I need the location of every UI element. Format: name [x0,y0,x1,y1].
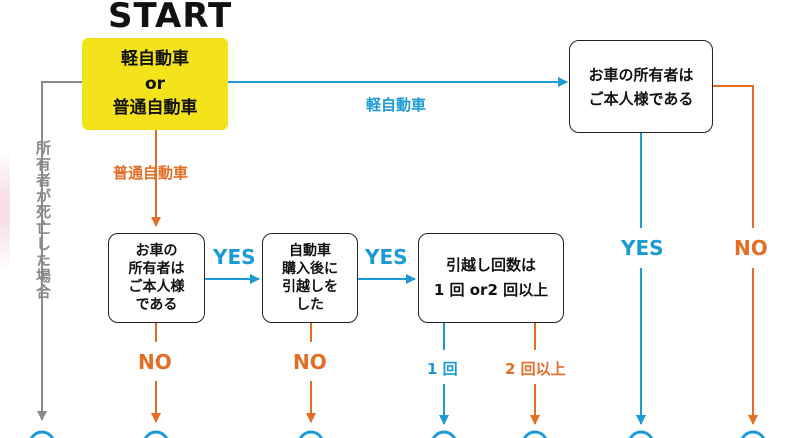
label-futsu: 普通自動車 [113,164,189,182]
node-line: 普通自動車 [112,98,198,119]
node-owner-left: お車の 所有者は ご本人様 である [108,233,205,323]
node-line: 1 回 or2 回以上 [433,281,549,299]
node-line: 軽自動車 [121,49,189,70]
node-line: 所有者は [128,260,185,277]
node-line: or [144,73,166,94]
start-title: START [108,0,233,36]
edge-decoration [0,150,10,270]
terminal-marker [522,430,548,438]
terminal-marker [740,430,766,438]
node-line: 引越しを [282,279,338,295]
node-line: である [135,297,178,314]
node-line: 自動車 [289,242,331,259]
edge-deceased [37,81,82,421]
node-line: した [296,297,324,314]
node-owner-top: お車の所有者は ご本人様である [569,40,713,133]
terminal-marker [143,430,169,438]
node-line: お車の [135,242,178,259]
label-once: 1 回 [427,360,458,378]
node-move-count: 引越し回数は 1 回 or2 回以上 [418,233,564,323]
label-no-2: NO [293,350,327,374]
label-yes-2: YES [365,245,408,269]
label-yes-1: YES [213,245,256,269]
label-deceased: 所有者が死亡した場合 [34,140,52,300]
node-line: ご本人様 [128,279,185,295]
node-line: 購入後に [282,260,338,277]
label-kei: 軽自動車 [366,96,427,114]
terminal-marker [298,430,324,438]
node-moved-after-purchase: 自動車 購入後に 引越しを した [262,233,358,323]
terminal-marker [431,430,457,438]
node-line: お車の所有者は [588,65,694,84]
node-vehicle-type: 軽自動車 or 普通自動車 [82,38,228,130]
edge-no-top [713,85,754,228]
label-no-1: NO [138,350,172,374]
label-yes-top: YES [621,236,664,260]
node-line: ご本人様である [588,89,694,108]
label-no-top: NO [734,236,768,260]
terminal-marker [628,430,654,438]
terminal-marker [29,430,55,438]
label-twice-or-more: 2 回以上 [505,360,566,378]
node-line: 引越し回数は [445,255,536,274]
